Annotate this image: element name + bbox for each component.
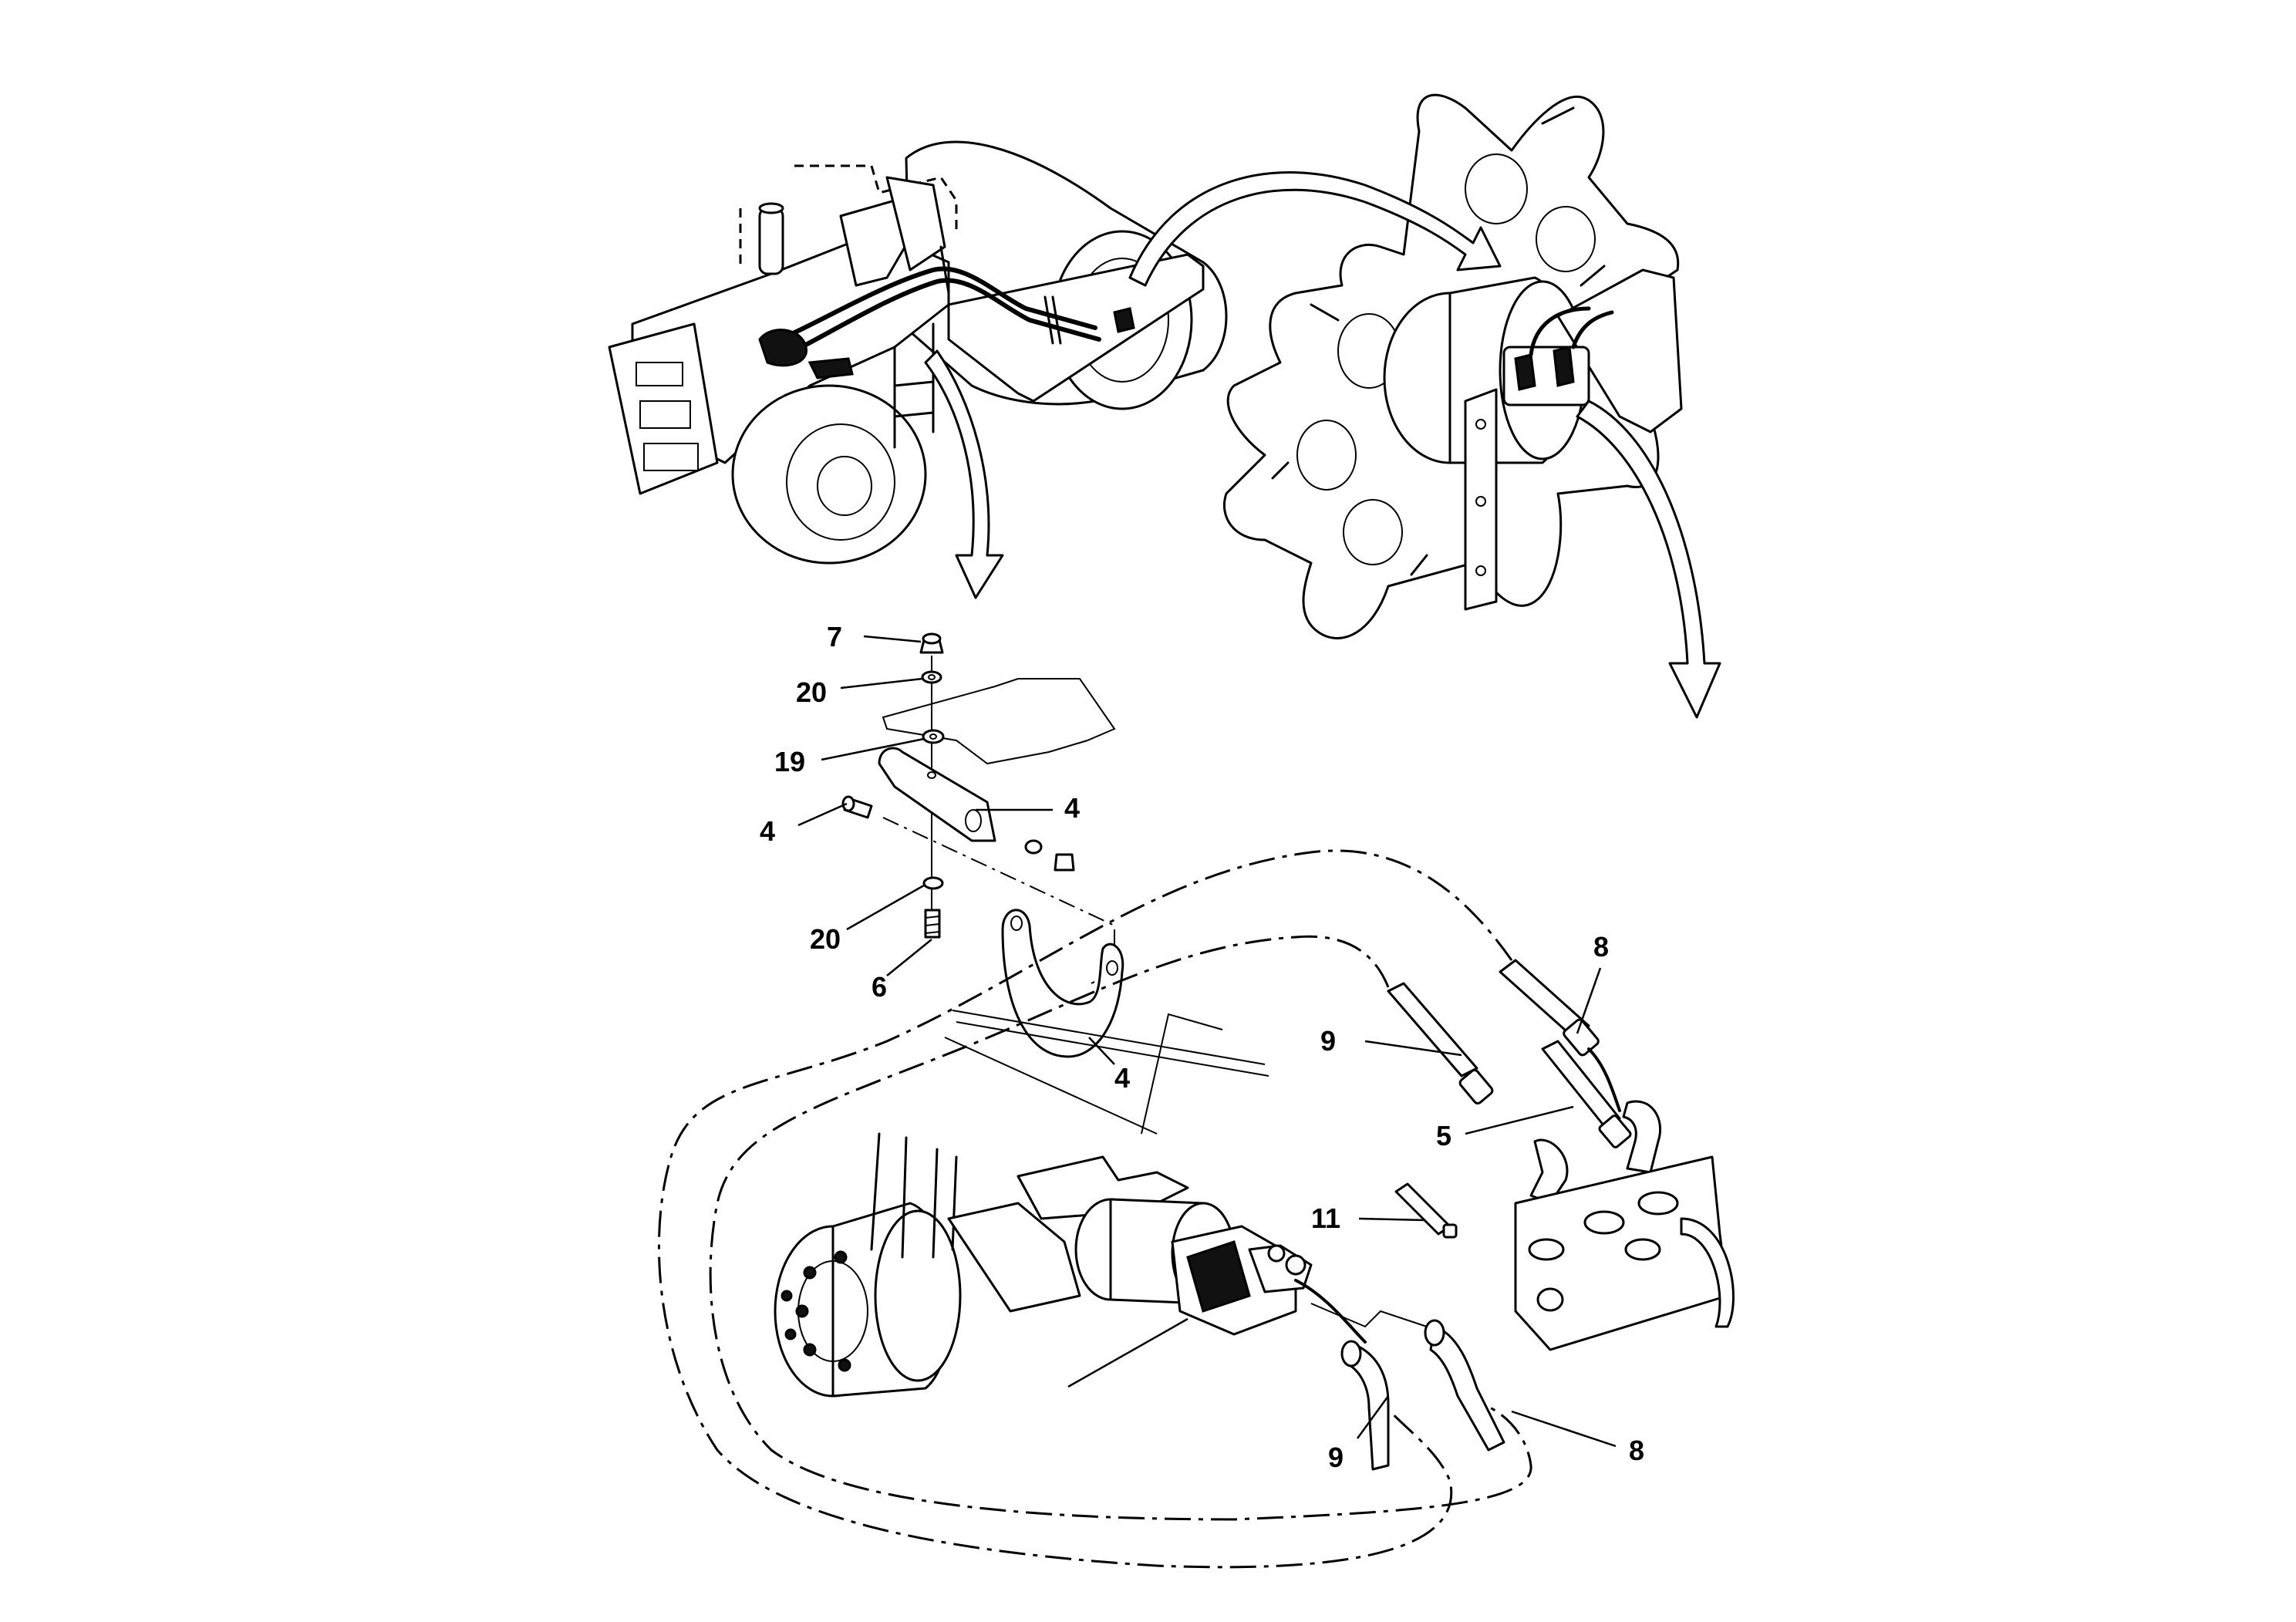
callout-4-nut: 4	[1064, 792, 1080, 824]
callout-11: 11	[1311, 1202, 1340, 1234]
callout-leaders	[797, 635, 1617, 1448]
callout-8-lower: 8	[1629, 1435, 1644, 1466]
callout-9-upper: 9	[1320, 1025, 1336, 1057]
hose-fittings-illustration	[1310, 959, 1735, 1471]
callout-5: 5	[1436, 1120, 1451, 1152]
roller-vehicle-illustration	[608, 140, 1228, 565]
callout-7: 7	[827, 621, 842, 653]
callout-20-upper: 20	[796, 676, 827, 708]
callout-4-bolt: 4	[760, 815, 775, 847]
callout-20-lower: 20	[810, 923, 841, 955]
callout-19: 19	[774, 746, 805, 777]
bracket-assembly-illustration	[841, 632, 1269, 1135]
callout-6: 6	[872, 971, 887, 1003]
callout-9-lower: 9	[1328, 1442, 1344, 1473]
flow-arrows	[924, 171, 1721, 719]
callout-4-clamp: 4	[1114, 1062, 1130, 1094]
drum-plate-illustration	[1222, 93, 1683, 639]
drum-motor-illustration	[774, 1132, 1367, 1398]
hose-routing-lines	[657, 849, 1532, 1569]
callout-labels: 7 20 19 4 4 20 6 4 8 9 5 11 9 8	[760, 621, 1644, 1473]
callout-8-upper: 8	[1593, 931, 1609, 963]
